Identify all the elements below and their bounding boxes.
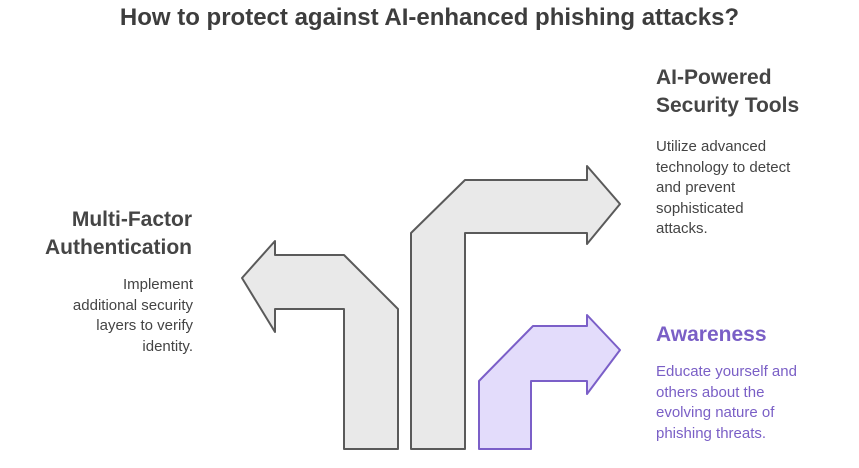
awareness-desc-line-3: evolving nature of bbox=[656, 404, 775, 421]
ai-tools-heading-line-1: AI-Powered bbox=[656, 66, 772, 89]
ai-tools-desc-line-1: Utilize advanced bbox=[656, 138, 767, 155]
awareness-desc-line-1: Educate yourself and bbox=[656, 363, 797, 380]
mfa-heading-line-2: Authentication bbox=[45, 236, 192, 259]
ai-tools-desc-line-2: technology to detect bbox=[656, 158, 791, 176]
awareness-arrow-icon bbox=[478, 314, 621, 450]
mfa-desc-line-3: layers to verify bbox=[96, 317, 193, 334]
ai-tools-heading: AI-Powered Security Tools bbox=[656, 64, 856, 120]
mfa-heading-line-1: Multi-Factor bbox=[71, 208, 192, 231]
ai-tools-desc-line-3: and prevent bbox=[656, 179, 736, 196]
ai-tools-arrow-icon bbox=[410, 165, 621, 450]
awareness-desc-line-2: others about the bbox=[656, 383, 765, 401]
awareness-desc-line-4: phishing threats. bbox=[656, 424, 767, 442]
ai-tools-heading-line-2: Security Tools bbox=[656, 94, 800, 117]
mfa-desc-line-1: Implement bbox=[122, 276, 193, 293]
ai-tools-desc-line-5: attacks. bbox=[656, 220, 708, 237]
ai-tools-desc-line-4: sophisticated bbox=[656, 199, 744, 217]
mfa-desc-line-4: identity. bbox=[142, 337, 193, 355]
awareness-description: Educate yourself and others about the ev… bbox=[656, 362, 856, 444]
mfa-description: Implement additional security layers to … bbox=[13, 275, 193, 357]
ai-tools-description: Utilize advanced technology to detect an… bbox=[656, 137, 846, 240]
mfa-arrow-icon bbox=[241, 240, 399, 450]
mfa-desc-line-2: additional security bbox=[72, 296, 193, 314]
page-title: How to protect against AI-enhanced phish… bbox=[119, 4, 740, 31]
awareness-heading: Awareness bbox=[656, 323, 767, 346]
mfa-heading: Multi-Factor Authentication bbox=[0, 206, 192, 262]
